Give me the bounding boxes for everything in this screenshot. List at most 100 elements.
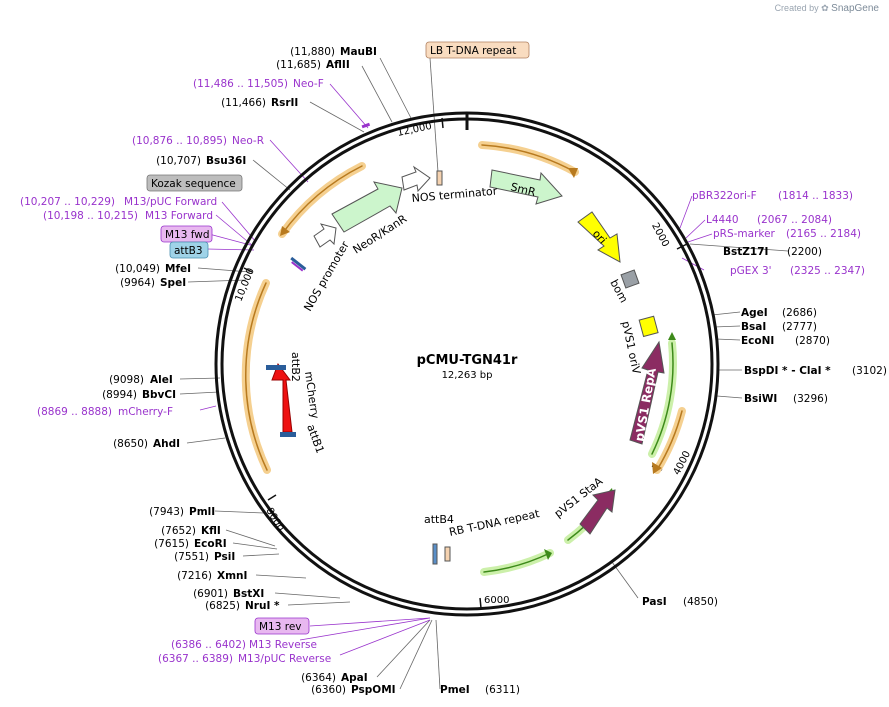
site-nrui-pos: (6825) (205, 600, 240, 612)
site-maubi: MauBI (340, 46, 377, 58)
site-mfei: MfeI (165, 263, 191, 275)
site-spei: SpeI (160, 277, 186, 289)
primer-mcherry-f: mCherry-F (118, 406, 173, 418)
label-pvs1-oriv: pVS1 oriV (619, 320, 643, 376)
m13rev-box (254, 617, 310, 635)
site-bstxi: BstXI (233, 588, 264, 600)
green-arrowhead-1 (668, 332, 676, 340)
neor-arrow (331, 181, 403, 233)
site-alei-pos: (9098) (109, 374, 144, 386)
primer-pgex3: pGEX 3' (730, 265, 772, 277)
tick-10000: 10,000 (234, 267, 257, 304)
attb1-box (280, 432, 296, 437)
site-pspomi-pos: (6360) (311, 684, 346, 696)
primer-m13puc-fwd: M13/pUC Forward (124, 196, 217, 208)
primer-l4440: L4440 (706, 214, 739, 226)
kozak-label: Kozak sequence (151, 178, 236, 190)
primer-neo-r: Neo-R (232, 135, 264, 147)
bom-box (620, 269, 640, 289)
lb-repeat-label: LB T-DNA repeat (430, 45, 516, 57)
label-mcherry: mCherry (302, 371, 322, 420)
primer-pgex3-pos: (2325 .. 2347) (790, 265, 865, 277)
primer-m13puc-rev-pos: (6367 .. 6389) (158, 653, 233, 665)
primer-l4440-pos: (2067 .. 2084) (757, 214, 832, 226)
site-bstxi-pos: (6901) (193, 588, 228, 600)
site-apai: ApaI (341, 672, 368, 684)
site-bsai: BsaI (741, 321, 766, 333)
boxed-labels: LB T-DNA repeat Kozak sequence M13 fwd a… (146, 41, 530, 635)
site-ahdi-pos: (8650) (113, 438, 148, 450)
site-maubi-pos: (11,880) (290, 46, 335, 58)
site-kfli-pos: (7652) (161, 525, 196, 537)
primer-labels: pBR322ori-F (1814 .. 1833) L4440 (2067 .… (20, 78, 865, 665)
site-agei-pos: (2686) (782, 307, 817, 319)
primer-m13-fwd-pos: (10,198 .. 10,215) (43, 210, 138, 222)
site-econi-pos: (2870) (795, 335, 830, 347)
attb2-box (266, 365, 286, 370)
m13fwd-label: M13 fwd (165, 229, 210, 241)
arc-arrowhead-2 (652, 462, 662, 474)
label-smr: SmR (509, 180, 537, 199)
site-econi: EcoNI (741, 335, 774, 347)
nos-promoter-arrow (313, 223, 337, 248)
site-alei: AleI (150, 374, 173, 386)
ori-arrow (577, 211, 621, 263)
site-psii-pos: (7551) (174, 551, 209, 563)
pvs1-staa-arrow (579, 489, 616, 535)
primer-m13-fwd: M13 Forward (145, 210, 213, 222)
snapgene-logo-icon: ✿ (821, 3, 829, 13)
leader-lines (179, 57, 789, 690)
primer-prs-marker: pRS-marker (713, 228, 776, 240)
m13rev-label: M13 rev (259, 621, 302, 633)
site-mfei-pos: (10,049) (115, 263, 160, 275)
site-pmei: PmeI (440, 684, 470, 696)
primer-mcherry-f-pos: (8869 .. 8888) (37, 406, 112, 418)
site-ecori-pos: (7615) (154, 538, 189, 550)
site-pspomi: PspOMI (351, 684, 396, 696)
smr-arrow (489, 169, 563, 205)
primer-neo-f-pos: (11,486 .. 11,505) (193, 78, 288, 90)
feature-shapes (313, 165, 665, 565)
plasmid-name: pCMU-TGN41r (417, 353, 518, 368)
site-bstz17i-pos: (2200) (787, 246, 822, 258)
attb3-label: attB3 (174, 245, 203, 257)
snapgene-credit: Created by ✿ SnapGene (775, 3, 879, 14)
site-pmei-pos: (6311) (485, 684, 520, 696)
label-nos-terminator: NOS terminator (411, 185, 498, 205)
label-attb1: attB1 (304, 423, 326, 456)
label-rb-repeat: RB T-DNA repeat (448, 507, 541, 539)
site-kfli: KflI (201, 525, 221, 537)
label-nos-promoter: NOS promoter (301, 239, 352, 314)
site-bstz17i: BstZ17I (723, 246, 768, 258)
site-bsai-pos: (2777) (782, 321, 817, 333)
primer-m13puc-rev: M13/pUC Reverse (238, 653, 331, 665)
site-pmli: PmlI (189, 506, 215, 518)
mcherry-arrow (271, 362, 293, 433)
attb3-box (169, 241, 209, 259)
site-spei-pos: (9964) (120, 277, 155, 289)
arc-arrowhead-1 (568, 168, 578, 178)
credit-prefix: Created by (774, 3, 819, 13)
site-agei: AgeI (741, 307, 768, 319)
site-bspdi-clai: BspDI * - ClaI * (744, 365, 831, 377)
site-bbvci-pos: (8994) (102, 389, 137, 401)
site-bsiwi: BsiWI (744, 393, 777, 405)
primer-leader-lines (199, 83, 713, 656)
site-pasi: PasI (642, 596, 667, 608)
site-rsrii: RsrII (271, 97, 298, 109)
primer-m13-rev-pos: (6386 .. 6402) (171, 639, 246, 651)
label-pvs1-repa: pVS1 RepA (632, 366, 659, 442)
kozak-box (146, 174, 243, 192)
green-arrowhead-3 (544, 549, 552, 560)
kozak-mark (291, 261, 304, 272)
right-sites: BstZ17I (2200) AgeI (2686) BsaI (2777) E… (440, 246, 887, 696)
tick-12000: 12,000 (396, 121, 433, 139)
site-xmni-pos: (7216) (177, 570, 212, 582)
primer-m13-rev: M13 Reverse (249, 639, 317, 651)
primer-pbr322ori-f-pos: (1814 .. 1833) (778, 190, 853, 202)
credit-brand: SnapGene (831, 3, 879, 14)
pvs1-oriv-box (638, 315, 659, 338)
site-xmni: XmnI (217, 570, 247, 582)
site-psii: PsiI (214, 551, 235, 563)
